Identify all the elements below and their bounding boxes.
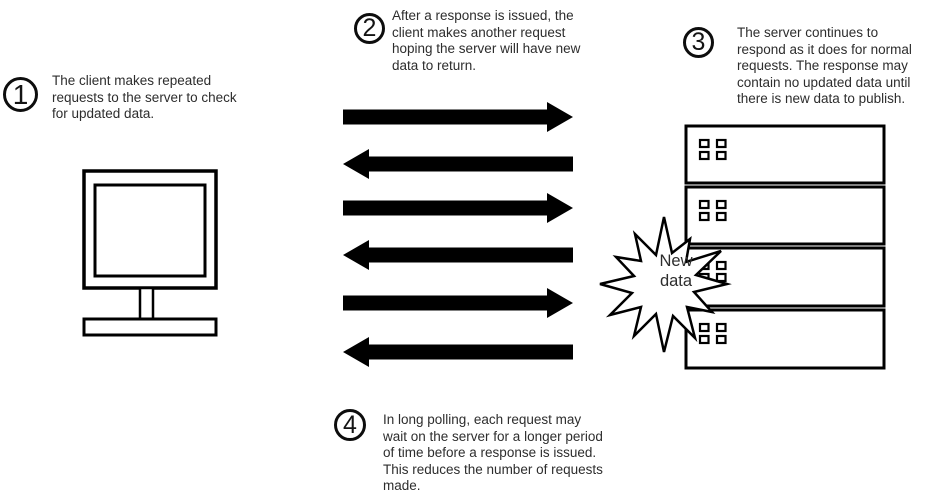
step-3-text-line: The server continues to bbox=[737, 25, 879, 40]
step-4-text-line: In long polling, each request may bbox=[383, 412, 582, 427]
step-4-text-line: of time before a response is issued. bbox=[383, 445, 597, 460]
new-data-label-line: New bbox=[659, 252, 693, 270]
new-data-label: New data bbox=[636, 252, 716, 291]
step-3-text-line: contain no updated data until bbox=[737, 74, 911, 90]
server-unit bbox=[684, 308, 886, 370]
server-vent-icon bbox=[698, 211, 710, 222]
step-3-text: The server continues to respond as it do… bbox=[737, 25, 912, 108]
step-3-badge: 3 bbox=[683, 27, 714, 58]
request-arrow-icon bbox=[343, 193, 573, 223]
server-unit bbox=[684, 124, 886, 185]
request-arrow-icon bbox=[343, 288, 573, 318]
server-vent-icon bbox=[715, 334, 727, 345]
step-2-text-line: data to return. bbox=[392, 57, 477, 73]
server-unit bbox=[684, 185, 886, 246]
server-vent-icon bbox=[715, 260, 727, 271]
server-vent-icon bbox=[715, 272, 727, 283]
step-1-badge: 1 bbox=[3, 77, 38, 112]
new-data-burst-icon bbox=[599, 216, 732, 353]
server-vent-icon bbox=[715, 199, 727, 210]
step-1-text: The client makes repeated requests to th… bbox=[52, 73, 237, 123]
server-vent-icon bbox=[698, 199, 710, 210]
step-4-text-line: This reduces the number of requests bbox=[383, 461, 603, 477]
step-4-number: 4 bbox=[343, 410, 357, 439]
server-vent-icon bbox=[698, 322, 710, 333]
step-3-number: 3 bbox=[691, 28, 706, 56]
step-2-text-line: After a response is issued, the bbox=[392, 8, 574, 23]
step-1-number: 1 bbox=[12, 78, 29, 110]
server-stack-icon bbox=[684, 124, 886, 370]
step-4-text-line: made. bbox=[383, 478, 421, 493]
step-3-text-line: requests. The response may bbox=[737, 58, 908, 73]
step-2-text: After a response is issued, the client m… bbox=[392, 8, 580, 74]
server-vent-icon bbox=[715, 138, 727, 149]
request-arrow-icon bbox=[343, 102, 573, 132]
step-3-text-line: respond as it does for normal bbox=[737, 41, 912, 57]
server-vent-icon bbox=[698, 334, 710, 345]
server-vent-icon bbox=[715, 322, 727, 333]
new-data-label-line: data bbox=[659, 271, 693, 290]
response-arrow-icon bbox=[343, 149, 573, 179]
desktop-computer-icon bbox=[82, 169, 218, 337]
server-vent-overlay bbox=[715, 272, 727, 283]
step-1-text-line: for updated data. bbox=[52, 106, 155, 121]
response-arrow-icon bbox=[343, 337, 573, 367]
step-1-text-line: The client makes repeated bbox=[52, 73, 212, 88]
server-vent-icon bbox=[698, 150, 710, 161]
response-arrow-icon bbox=[343, 240, 573, 270]
step-4-text-line: wait on the server for a longer period bbox=[383, 428, 603, 444]
request-response-arrows bbox=[343, 102, 573, 367]
step-2-text-line: hoping the server will have new bbox=[392, 41, 581, 56]
step-2-number: 2 bbox=[362, 14, 377, 42]
step-2-text-line: client makes another request bbox=[392, 24, 566, 40]
step-2-badge: 2 bbox=[354, 13, 385, 44]
step-3-text-line: there is new data to publish. bbox=[737, 91, 906, 106]
step-4-text: In long polling, each request may wait o… bbox=[383, 412, 603, 495]
step-4-badge: 4 bbox=[334, 409, 366, 441]
step-1-text-line: requests to the server to check bbox=[52, 89, 237, 105]
server-vent-icon bbox=[715, 211, 727, 222]
server-vent-icon bbox=[715, 150, 727, 161]
server-vent-icon bbox=[698, 138, 710, 149]
